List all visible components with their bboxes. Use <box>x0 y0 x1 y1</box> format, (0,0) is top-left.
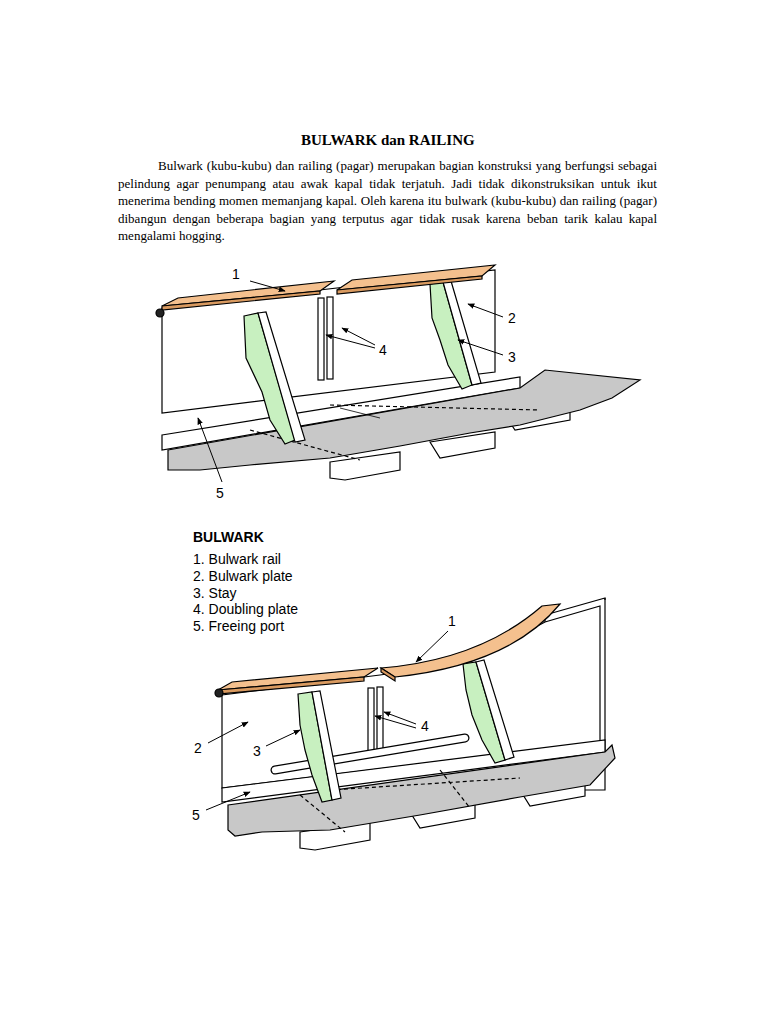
callout-number: 5 <box>214 485 226 501</box>
callout-number: 4 <box>419 718 431 734</box>
leader-line <box>342 328 375 345</box>
bulwark-rail-edge <box>381 668 395 681</box>
wall-edge <box>604 598 605 600</box>
leader-line <box>458 340 503 355</box>
deck-seam <box>340 408 380 418</box>
bulwark-rail-curved <box>381 604 560 677</box>
list-item: 2. Bulwark plate <box>193 568 293 584</box>
bulwark-rail-edge <box>337 276 482 294</box>
doubling-plate <box>377 687 383 755</box>
hidden-line <box>250 430 360 460</box>
leader-line <box>416 631 448 662</box>
leader-line <box>206 792 250 810</box>
callout-number: 2 <box>192 740 204 756</box>
bulwark-rail-edge <box>162 291 320 310</box>
doubling-plate <box>318 298 324 380</box>
list-item: 4. Doubling plate <box>193 601 298 617</box>
body-paragraph: Bulwark (kubu-kubu) dan railing (pagar) … <box>118 157 657 245</box>
callout-number: 2 <box>506 310 518 326</box>
stay-flange <box>258 312 305 442</box>
bulwark-rail-edge <box>218 677 364 694</box>
callout-number: 1 <box>446 613 458 629</box>
callout-number: 3 <box>251 743 263 759</box>
leader-line <box>326 335 375 348</box>
deck-plate <box>168 370 640 470</box>
leader-line <box>468 304 503 317</box>
list-item: 3. Stay <box>193 585 237 601</box>
doubling-plate <box>327 297 333 379</box>
hidden-line <box>440 770 470 808</box>
leader-line <box>208 722 248 743</box>
leader-line <box>198 418 222 482</box>
list-item: 1. Bulwark rail <box>193 551 281 567</box>
rail-end <box>215 689 223 697</box>
bulwark-view-2 <box>215 598 615 850</box>
leader-line <box>266 730 300 746</box>
callout-number: 5 <box>190 807 202 823</box>
leader-lines-1 <box>198 281 503 482</box>
list-heading: BULWARK <box>193 529 264 545</box>
leader-lines-2 <box>206 631 448 810</box>
stay-flange <box>476 660 514 760</box>
callout-number: 4 <box>377 342 389 358</box>
doubling-plate <box>368 688 374 756</box>
deck-plate <box>228 745 615 836</box>
stay-flange <box>312 691 341 800</box>
stay-flange <box>443 281 481 385</box>
leader-line <box>375 716 416 728</box>
leader-line <box>384 712 416 724</box>
hidden-line <box>330 778 520 790</box>
rail-end <box>156 309 164 317</box>
bulwark-view-1 <box>156 265 640 480</box>
callout-number: 1 <box>230 266 242 282</box>
leader-line <box>250 281 285 291</box>
list-item: 5. Freeing port <box>193 618 284 634</box>
hidden-line <box>330 405 540 410</box>
callout-number: 3 <box>506 349 518 365</box>
page-title: BULWARK dan RAILING <box>301 131 475 149</box>
